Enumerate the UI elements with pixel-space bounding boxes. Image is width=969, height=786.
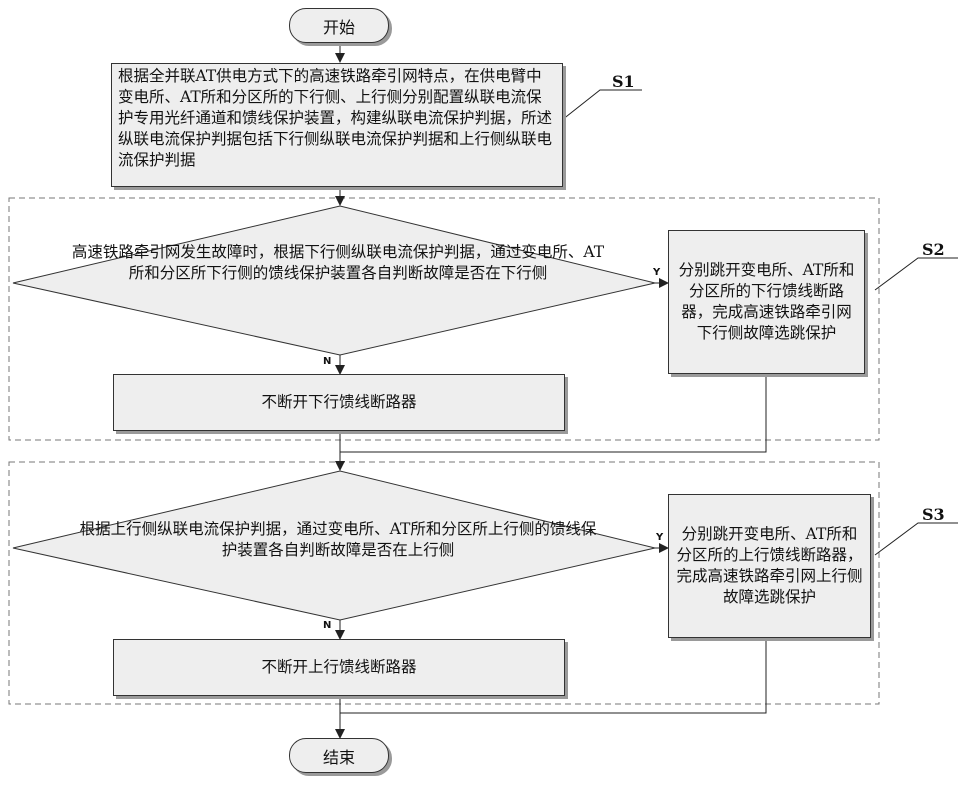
s1-process-box: 根据全并联AT供电方式下的高速铁路牵引网特点，在供电臂中变电所、AT所和分区所的…	[111, 63, 563, 187]
s2-no-box: 不断开下行馈线断路器	[113, 374, 565, 431]
s2-step-label: S2	[922, 240, 945, 259]
start-terminal: 开始	[289, 8, 389, 43]
s3-yes-box: 分别跳开变电所、AT所和分区所的上行馈线断路器，完成高速铁路牵引网上行侧故障选跳…	[668, 494, 871, 638]
s2-leader	[875, 258, 958, 290]
s3-no-label: N	[323, 620, 331, 631]
s2-yes-box: 分别跳开变电所、AT所和分区所的下行馈线断路器，完成高速铁路牵引网下行侧故障选跳…	[668, 230, 865, 374]
s3-yes-label: Y	[656, 532, 663, 543]
s2-no-label: N	[323, 356, 331, 367]
s2-decision-text: 高速铁路牵引网发生故障时，根据下行侧纵联电流保护判据，通过变电所、AT所和分区所…	[68, 242, 608, 284]
s3-step-label: S3	[922, 505, 945, 524]
end-terminal: 结束	[289, 738, 389, 773]
s1-leader	[562, 90, 642, 120]
s3-yes-text: 分别跳开变电所、AT所和分区所的上行馈线断路器，完成高速铁路牵引网上行侧故障选跳…	[675, 524, 864, 608]
s2-yes-label: Y	[653, 267, 660, 278]
s1-step-label: S1	[612, 72, 635, 91]
s1-process-text: 根据全并联AT供电方式下的高速铁路牵引网特点，在供电臂中变电所、AT所和分区所的…	[118, 67, 552, 169]
s3-no-text: 不断开上行馈线断路器	[261, 657, 416, 678]
s3-leader	[875, 523, 958, 555]
s3-decision-text: 根据上行侧纵联电流保护判据，通过变电所、AT所和分区所上行侧的馈线保护装置各自判…	[78, 519, 598, 561]
s2-yes-text: 分别跳开变电所、AT所和分区所的下行馈线断路器，完成高速铁路牵引网下行侧故障选跳…	[675, 260, 858, 344]
s3-no-box: 不断开上行馈线断路器	[113, 639, 565, 696]
s2-no-text: 不断开下行馈线断路器	[261, 392, 416, 413]
